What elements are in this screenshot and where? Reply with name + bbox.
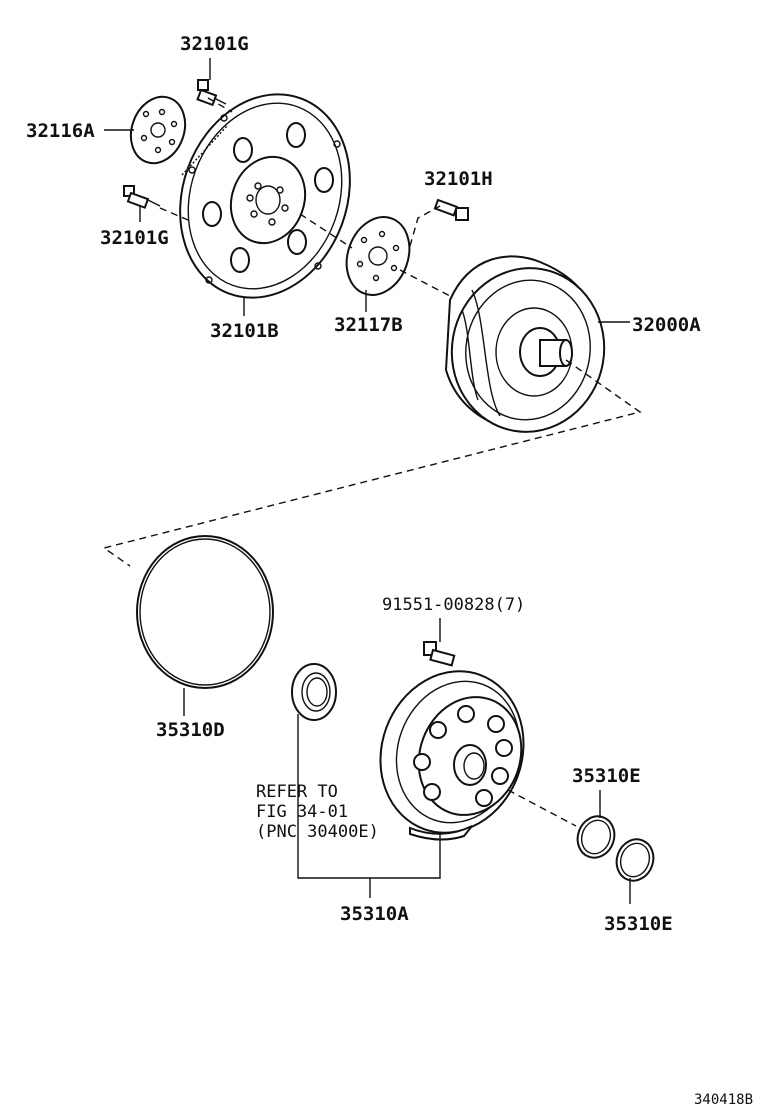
label-pump-assy: 35310A [340, 903, 409, 925]
plate-32117b[interactable] [336, 208, 420, 304]
bolt-32101h[interactable] [433, 198, 469, 221]
oil-seal[interactable] [291, 663, 337, 721]
ring-35310e-upper[interactable] [572, 811, 620, 863]
label-refer-line3: (PNC 30400E) [256, 822, 379, 842]
pump-bolt[interactable] [423, 641, 456, 667]
label-ring-lower: 35310E [604, 913, 673, 935]
drive-plate[interactable] [152, 70, 377, 322]
part-labels: 32101G 32116A 32101G 32101B 32117B 32101… [26, 33, 753, 1108]
label-refer-line1: REFER TO [256, 782, 338, 802]
torque-converter[interactable] [439, 255, 617, 444]
oil-pump-assy[interactable] [358, 651, 546, 853]
o-ring-35310d[interactable] [136, 535, 274, 689]
label-refer-line2: FIG 34-01 [256, 802, 348, 822]
bolt-left-32101g[interactable] [123, 185, 161, 209]
label-bolt-top: 32101G [180, 33, 249, 55]
label-bolt-left: 32101G [100, 227, 169, 249]
label-o-ring-large: 35310D [156, 719, 225, 741]
ring-35310e-lower[interactable] [611, 834, 659, 886]
label-plate-mid: 32117B [334, 314, 403, 336]
label-ring-upper: 35310E [572, 765, 641, 787]
label-torque-converter: 32000A [632, 314, 701, 336]
label-bolt-right: 32101H [424, 168, 493, 190]
plate-32116a[interactable] [122, 89, 194, 171]
bolt-top-32101g[interactable] [196, 79, 227, 107]
label-plate-left: 32116A [26, 120, 95, 142]
label-drive-plate: 32101B [210, 320, 279, 342]
leader-lines [102, 58, 642, 904]
label-pump-bolt: 91551-00828(7) [382, 595, 525, 615]
figure-id: 340418B [694, 1092, 753, 1108]
